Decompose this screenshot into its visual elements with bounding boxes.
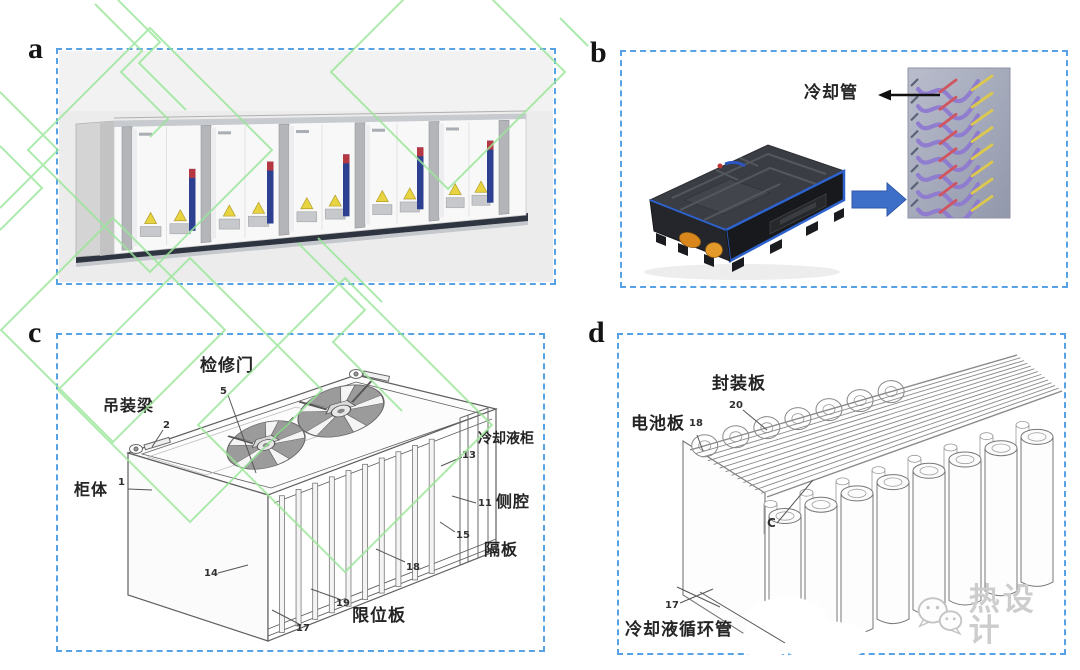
battery-module-drawing — [676, 354, 1063, 655]
part-number-14: 14 — [204, 568, 218, 579]
package-plate-number: 20 — [729, 400, 743, 411]
cabinet-body-label: 柜体 — [74, 480, 109, 499]
panel-c: 检修门 5 吊装梁 2 柜体 1 冷却液柜 13 侧腔 11 15 隔板 限位板… — [56, 333, 545, 652]
battery-plate-label: 电池板 — [631, 414, 685, 434]
panel-a-letter: a — [28, 32, 43, 65]
erased-blobs — [735, 597, 871, 655]
storage-container-photo — [59, 51, 553, 282]
pack-logo — [717, 160, 746, 169]
panel-c-letter: c — [28, 316, 42, 349]
access-door-label: 检修门 — [200, 356, 254, 376]
battery-cells — [763, 421, 1054, 652]
coolant-circulation-pipe-label: 冷却液循环管 — [625, 620, 733, 640]
watermark-brand: 热设计 — [968, 582, 1037, 649]
packaging-tube-frame — [689, 354, 1063, 498]
side-chamber-label: 侧腔 — [496, 492, 531, 511]
part-number-18: 18 — [406, 562, 420, 573]
panel-b-letter: b — [590, 36, 607, 69]
lifting-beam-label: 吊装梁 — [103, 396, 155, 415]
leader-lines — [676, 409, 814, 644]
watermark: 热设计 — [915, 585, 1064, 647]
coolant-cabinet-number: 13 — [462, 450, 476, 461]
coolant-cabinet-label: 冷却液柜 — [478, 431, 534, 447]
panel-a — [56, 48, 556, 285]
battery-pack — [644, 144, 846, 280]
lifting-beam-number: 2 — [163, 420, 170, 431]
cooling-tube-image — [907, 67, 1011, 219]
access-door-number: 5 — [220, 386, 227, 397]
wechat-icon — [917, 597, 963, 636]
part-number-19: 19 — [336, 598, 350, 609]
panel-b: 冷却管 — [620, 50, 1068, 288]
callout-arrow-left — [878, 89, 940, 101]
package-plate-label: 封装板 — [712, 374, 766, 394]
limit-plate-label: 限位板 — [352, 606, 406, 626]
side-chamber-number: 11 — [478, 498, 492, 509]
battery-plate-number: 18 — [689, 418, 703, 429]
partition-number: 15 — [456, 530, 470, 541]
battery-pack-scene — [644, 67, 1011, 280]
section-mark-c: C — [767, 516, 776, 530]
panel-d: 封装板 20 电池板 18 C 17 冷却液循环管 热设计 — [617, 333, 1066, 655]
arrow-right-icon — [851, 181, 907, 218]
container-line-drawing — [126, 369, 499, 642]
cabinet-body-number: 1 — [118, 477, 125, 488]
panel-d-letter: d — [588, 316, 605, 349]
part-number-17: 17 — [296, 623, 310, 634]
cooling-tube-label: 冷却管 — [804, 83, 858, 103]
part-number-17: 17 — [665, 600, 679, 611]
partition-label: 隔板 — [484, 540, 519, 559]
